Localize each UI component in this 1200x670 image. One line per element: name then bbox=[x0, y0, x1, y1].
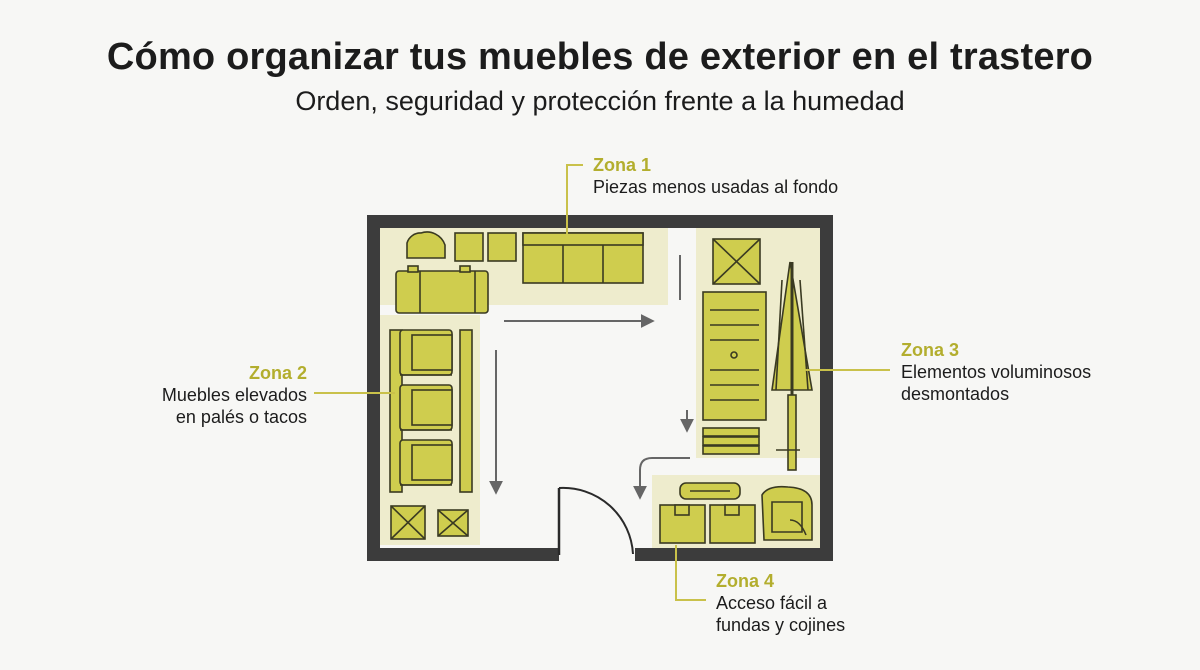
page-subtitle: Orden, seguridad y protección frente a l… bbox=[295, 86, 905, 116]
zone-3-label: Zona 3 Elementos voluminosos desmontados bbox=[901, 339, 1091, 405]
side-table-icon bbox=[487, 232, 517, 262]
cushion-icon bbox=[761, 485, 813, 541]
box-icon bbox=[709, 504, 756, 544]
page-title: Cómo organizar tus muebles de exterior e… bbox=[106, 36, 1094, 78]
zone-description: Muebles elevados en palés o tacos bbox=[161, 385, 307, 427]
zone-1-label: Zona 1 Piezas menos usadas al fondo bbox=[593, 154, 838, 198]
side-table-icon bbox=[454, 232, 484, 262]
wall-bottom-right bbox=[635, 548, 833, 561]
round-table-icon bbox=[406, 231, 446, 259]
wall-right bbox=[820, 215, 833, 561]
cover-bag-icon bbox=[679, 482, 741, 500]
walls bbox=[367, 215, 833, 561]
sofa-icon bbox=[522, 232, 644, 284]
stacked-chairs-icon bbox=[702, 427, 760, 455]
umbrella-icon bbox=[771, 261, 813, 471]
chair-icon bbox=[399, 329, 453, 376]
table-with-chairs-icon bbox=[395, 265, 489, 314]
zone-description: Piezas menos usadas al fondo bbox=[593, 177, 839, 197]
box-icon bbox=[437, 509, 469, 537]
wall-bottom-left bbox=[367, 548, 559, 561]
zone-2-label: Zona 2 Muebles elevados en palés o tacos bbox=[120, 362, 307, 428]
box-icon bbox=[659, 504, 706, 544]
chair-icon bbox=[399, 439, 453, 486]
zone-4-label: Zona 4 Acceso fácil a fundas y cojines bbox=[716, 570, 845, 636]
leader-line-zone-1 bbox=[566, 164, 583, 234]
zone-name: Zona 2 bbox=[248, 363, 307, 383]
zone-name: Zona 4 bbox=[716, 571, 775, 591]
zone-name: Zona 3 bbox=[901, 340, 960, 360]
wall-top bbox=[367, 215, 833, 228]
circulation-arrows bbox=[489, 255, 694, 500]
door-icon bbox=[557, 486, 634, 555]
arrow-icon bbox=[633, 457, 690, 500]
zone-name: Zona 1 bbox=[593, 155, 652, 175]
folded-table-icon bbox=[702, 291, 767, 421]
zone-description: Acceso fácil a fundas y cojines bbox=[716, 593, 846, 635]
box-icon bbox=[390, 505, 426, 540]
chair-icon bbox=[399, 384, 453, 431]
crate-icon bbox=[712, 238, 761, 285]
zone-description: Elementos voluminosos desmontados bbox=[901, 362, 1092, 404]
leader-lines bbox=[314, 164, 890, 601]
leader-line-zone-4 bbox=[675, 545, 706, 601]
wall-left bbox=[367, 215, 380, 561]
